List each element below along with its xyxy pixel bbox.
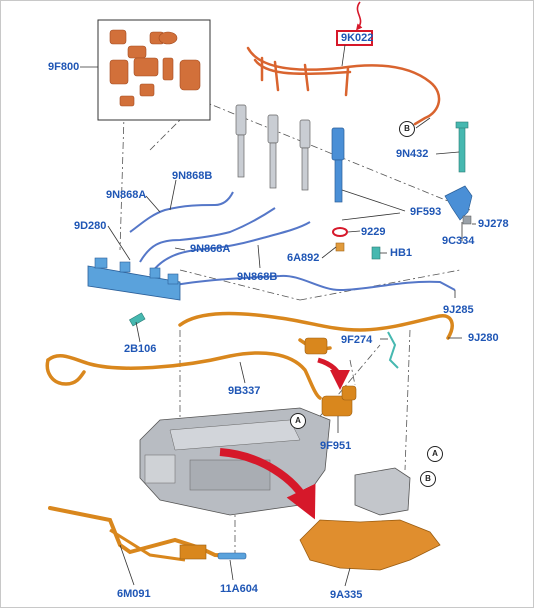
injector-wiring-harness (246, 46, 441, 126)
harness-highlight-box (336, 30, 373, 46)
label-9K022: 9K022 (341, 32, 374, 44)
label-9F593: 9F593 (410, 206, 442, 218)
hold-down-bolt (455, 121, 469, 173)
label-9J278: 9J278 (478, 218, 509, 230)
connector-marker-a-mid: A (290, 413, 306, 429)
label-9A335: 9A335 (330, 589, 363, 601)
harness-pointer-arrow (356, 1, 363, 31)
connector-marker-b-right: B (420, 471, 436, 487)
label-9F951: 9F951 (320, 440, 352, 452)
label-9J285: 9J285 (443, 304, 474, 316)
label-9N868B-mid: 9N868B (237, 271, 278, 283)
label-HB1: HB1 (390, 247, 413, 259)
label-9F274: 9F274 (341, 334, 373, 346)
fuel-injectors (235, 104, 345, 203)
label-9N432: 9N432 (396, 148, 429, 160)
label-6A892: 6A892 (287, 252, 320, 264)
label-11A604: 11A604 (220, 583, 258, 595)
hose-connector (304, 337, 328, 355)
relocation-arrow-large (219, 448, 316, 520)
high-pressure-fuel-lines (129, 191, 456, 292)
label-9J280: 9J280 (468, 332, 499, 344)
retaining-clip (387, 331, 399, 369)
injector-clamp (444, 185, 473, 221)
intake-manifold (299, 519, 441, 571)
label-9N868A-top: 9N868A (106, 189, 147, 201)
label-9F800: 9F800 (48, 61, 80, 73)
label-2B106: 2B106 (124, 343, 157, 355)
leader-lines (80, 44, 476, 587)
label-9N868B-top: 9N868B (172, 170, 213, 182)
seal-kit-box (97, 19, 211, 121)
label-9N868A-mid: 9N868A (190, 243, 231, 255)
engine-wiring-loom (48, 506, 242, 562)
connector-marker-a-right: A (427, 446, 443, 462)
sensor-11a604 (217, 552, 247, 560)
rail-bolt (129, 312, 146, 327)
label-9C334: 9C334 (442, 235, 475, 247)
fuel-valve-unit (321, 385, 357, 417)
engine-block (139, 407, 411, 516)
clamp-bolt (462, 215, 472, 225)
common-fuel-rail (87, 257, 181, 301)
label-9D280: 9D280 (74, 220, 107, 232)
connector-marker-b-top: B (399, 121, 415, 137)
relocation-arrow-small (317, 357, 350, 390)
hb1-clip (371, 246, 381, 260)
label-9229: 9229 (361, 226, 386, 238)
label-9B337: 9B337 (228, 385, 261, 397)
label-6M091: 6M091 (117, 588, 151, 600)
